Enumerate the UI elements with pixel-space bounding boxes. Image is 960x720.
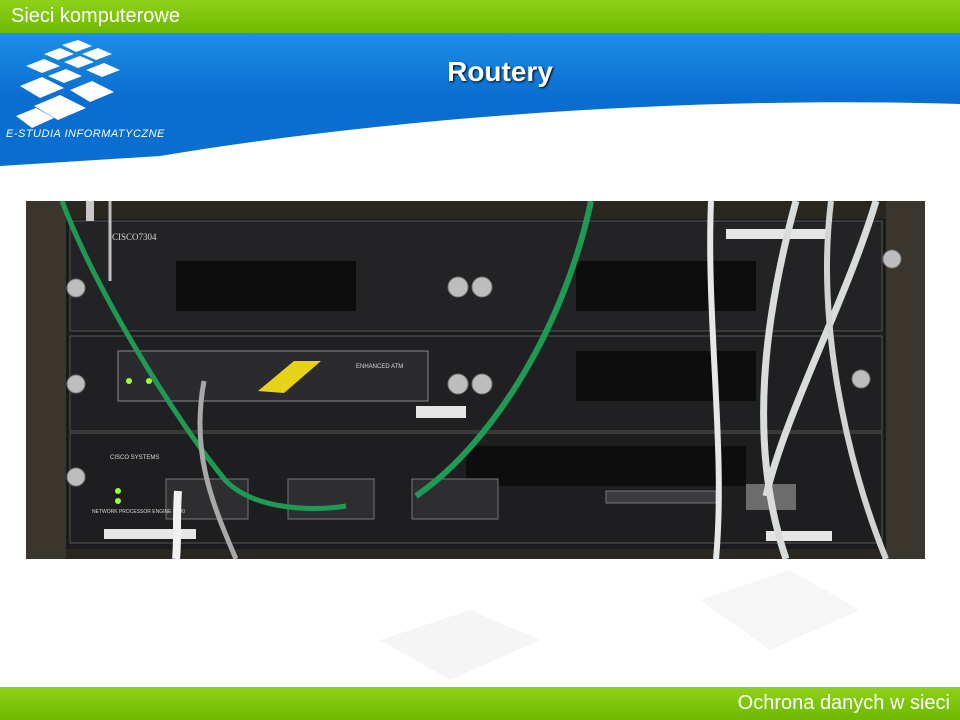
header-bar: Sieci komputerowe: [0, 0, 960, 33]
slide-title: Routery: [447, 56, 553, 87]
label-brand: CISCO SYSTEMS: [110, 455, 159, 461]
footer-bar: Ochrona danych w sieci: [0, 687, 960, 720]
logo-text: E-STUDIA INFORMATYCZNE: [6, 128, 165, 140]
course-title: Sieci komputerowe: [11, 5, 180, 27]
label-atm: ENHANCED ATM: [356, 364, 403, 370]
title-band: [0, 33, 960, 99]
title-band-curve: [0, 96, 960, 166]
footer-text: Ochrona danych w sieci: [737, 692, 950, 714]
label-model: CISCO7304: [112, 232, 157, 242]
logo: [0, 40, 160, 150]
label-engine: NETWORK PROCESSOR ENGINE G100: [92, 509, 185, 515]
router-photo: CISCO7304 ENHANCED ATM CISCO SYSTEMS NET…: [26, 201, 925, 559]
